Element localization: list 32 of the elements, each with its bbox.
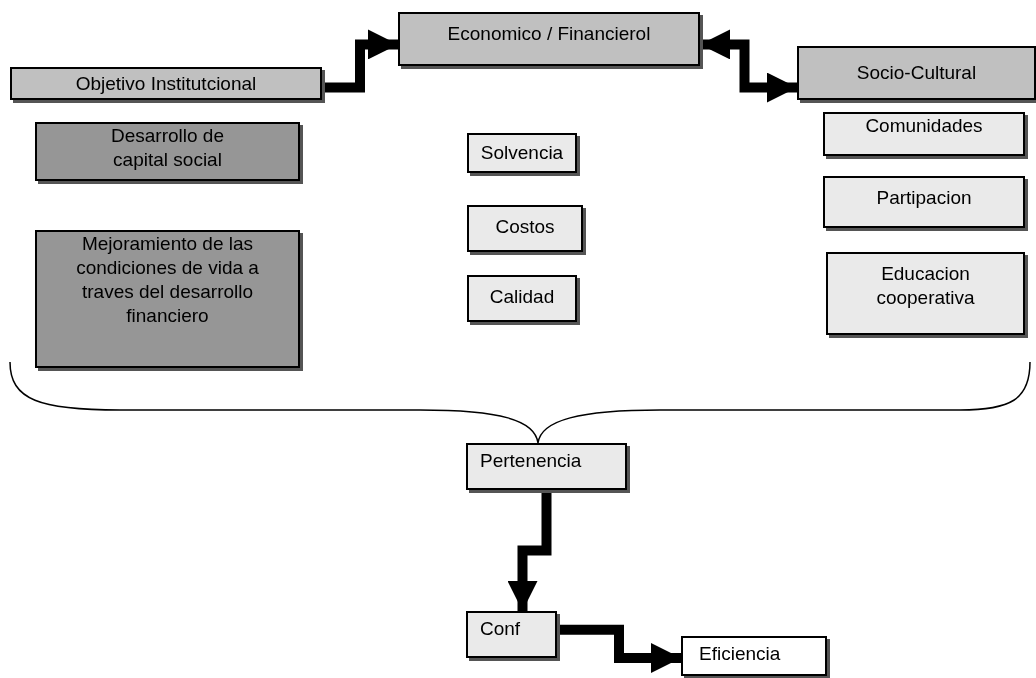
text-box	[398, 12, 700, 66]
thick-arrow	[557, 624, 681, 673]
text-box	[826, 252, 1025, 335]
box-label: Comunidades	[865, 114, 983, 138]
box-label: Conf	[480, 617, 521, 641]
box-label: Eficiencia	[699, 642, 781, 666]
thick-arrow	[507, 490, 552, 611]
box-label: Objetivo Institutcional	[75, 71, 257, 96]
text-box	[466, 443, 627, 490]
box-label: Economico / Financierol	[447, 22, 651, 46]
text-box	[467, 275, 577, 322]
box-label: Mejoramiento de las condiciones de vida a traves del desarrollo financiero	[75, 232, 260, 328]
box-label: Educacion cooperativa	[875, 262, 976, 310]
text-box	[466, 611, 557, 658]
box-label: Solvencia	[480, 141, 564, 165]
box-label: Partipacion	[876, 186, 972, 210]
text-box	[681, 636, 827, 676]
text-box	[467, 133, 577, 173]
box-label: Costos	[495, 215, 555, 239]
text-box	[10, 67, 322, 100]
text-box	[467, 205, 583, 252]
box-label: Desarrollo de capital social	[110, 124, 225, 172]
text-box	[797, 46, 1036, 100]
text-box	[35, 122, 300, 181]
thick-arrow	[700, 29, 797, 103]
thick-arrow	[322, 29, 398, 93]
box-label: Socio-Cultural	[856, 61, 977, 85]
box-label: Pertenencia	[480, 449, 582, 473]
text-box	[823, 176, 1025, 228]
box-label: Calidad	[489, 285, 555, 309]
text-box	[823, 112, 1025, 156]
text-box	[35, 230, 300, 368]
